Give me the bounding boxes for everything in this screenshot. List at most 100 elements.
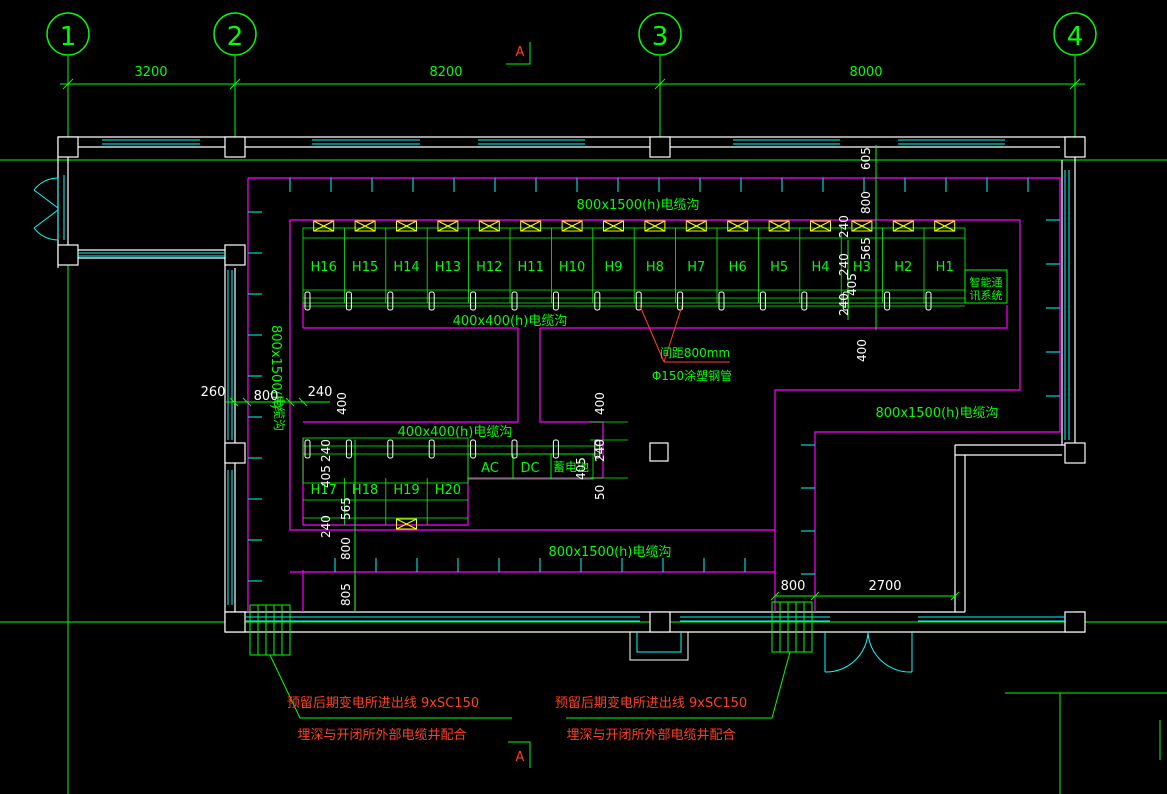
cabinet-label: H18 [352,483,378,498]
cabinet-label: H9 [604,260,622,275]
cable-pipe [470,439,477,459]
dim-top-8000: 8000 [849,65,882,80]
bottom-door [824,631,913,673]
cabinet-fan-icon [396,220,417,232]
cable-pipe [594,439,601,459]
dim-right-605: 605 [859,147,873,170]
cabinet-fan-icon [768,220,790,232]
cable-pipe [677,291,684,311]
dim-mid-400-left: 400 [335,392,349,415]
cabinet-label: H7 [687,260,705,275]
cabinet-fan-icon [603,220,624,232]
cable-pipe [428,439,435,459]
cable-pipe [635,291,642,311]
dim-mid-405: 405 [574,457,588,480]
smart-cabinet-line2: 讯系统 [970,289,1003,302]
section-label-top: A [516,45,525,60]
cabinet-fan-icon [478,220,500,232]
dim-right-800: 800 [859,191,873,214]
cabinet-label: H12 [476,260,502,275]
axis-bubble-2: 2 [213,12,257,56]
cabinet-fan-icon [892,220,914,232]
cabinet-fan-icon [561,220,583,232]
cabinet-label: H1 [936,260,954,275]
left-door [33,177,59,241]
cabinet-label: H10 [559,260,585,275]
trench-label-right: 800x1500(h)电缆沟 [876,405,999,421]
dim-right-240b: 240 [837,253,851,276]
axis-grid [0,56,1167,794]
cabinet-fan-icon [396,518,417,530]
cabinet-label: H6 [729,260,747,275]
note-left-line2: 埋深与开闭所外部电缆井配合 [297,727,466,743]
cable-pipe [470,291,477,311]
cabinet-label: H11 [518,260,544,275]
cable-pipe [511,439,518,459]
dim-ll-240b: 240 [319,515,333,538]
dim-right-405: 405 [845,273,859,296]
panel-dc: DC [520,461,539,476]
cabinet-label: H2 [894,260,912,275]
pipe-type-note: Φ150涂塑钢管 [652,368,732,383]
trench-label-top: 800x1500(h)电缆沟 [577,197,700,213]
trench-label-upper-inner: 400x400(h)电缆沟 [453,313,568,329]
axis-bubble-3: 3 [638,12,682,56]
dim-left-260: 260 [201,385,226,400]
dim-ll-800: 800 [339,537,353,560]
axis-label-4: 4 [1067,22,1084,52]
cable-pipe [801,291,808,311]
section-mark-bottom: A [508,741,531,768]
cabinet-dividers [343,228,925,525]
cable-pipe [552,291,559,311]
cabinet-label: H5 [770,260,788,275]
smart-cabinet-line1: 智能通 [970,275,1003,289]
cabinet-fan-icon [810,220,831,232]
dim-right-240c: 240 [837,293,851,316]
cabinet-label: H15 [352,260,378,275]
trench-label-left: 800x1500(h) [268,325,283,409]
panel-battery: 蓄电池 [553,460,589,474]
cable-pipe [552,439,559,459]
dim-ll-565: 565 [339,497,353,520]
cabinet-label: H13 [435,260,461,275]
top-dimension [60,78,1085,90]
dim-br-800: 800 [781,579,806,594]
dim-ll-405: 405 [319,465,333,488]
right-dim-line [847,145,877,330]
dim-right-565: 565 [859,237,873,260]
dim-left-240: 240 [308,385,333,400]
columns [57,136,1086,633]
cabinet-label: H3 [853,260,871,275]
cable-pipe [718,291,725,311]
cable-pipe [387,291,394,311]
cable-pipe [304,291,311,311]
note-right-line1: 预留后期变电所进出线 9xSC150 [555,695,747,711]
conduit-bundle-right [566,601,813,719]
axis-label-1: 1 [60,22,77,52]
pipe-spacing-note: 间距800mm [660,346,730,360]
cabinet-fan-icon [934,220,956,232]
section-label-bottom: A [516,750,525,765]
cabinet-fan-icon [685,220,707,232]
dim-mid-50: 50 [593,485,607,500]
note-left-line1: 预留后期变电所进出线 9xSC150 [287,695,479,711]
cable-pipe [594,291,601,311]
dim-top-8200: 8200 [429,65,462,80]
cabinet-fan-icon [437,220,459,232]
cabinet-label: H19 [393,483,419,498]
cabinet-label: H8 [646,260,664,275]
trench-ticks [248,178,1060,582]
cable-pipe [345,291,352,311]
dim-ll-240: 240 [319,439,333,462]
axis-bubble-4: 4 [1053,12,1097,56]
cabinet-label: H14 [393,260,419,275]
bay-window [629,632,689,661]
cabinet-posts [304,291,932,459]
dim-mid-240: 240 [593,439,607,462]
conduit-bundle-left [249,604,512,719]
cable-pipe [345,439,352,459]
cabinet-fan-icon [851,220,873,232]
section-mark-top: A [506,42,531,65]
dim-mid-400-right: 400 [593,392,607,415]
windows [63,139,1070,622]
